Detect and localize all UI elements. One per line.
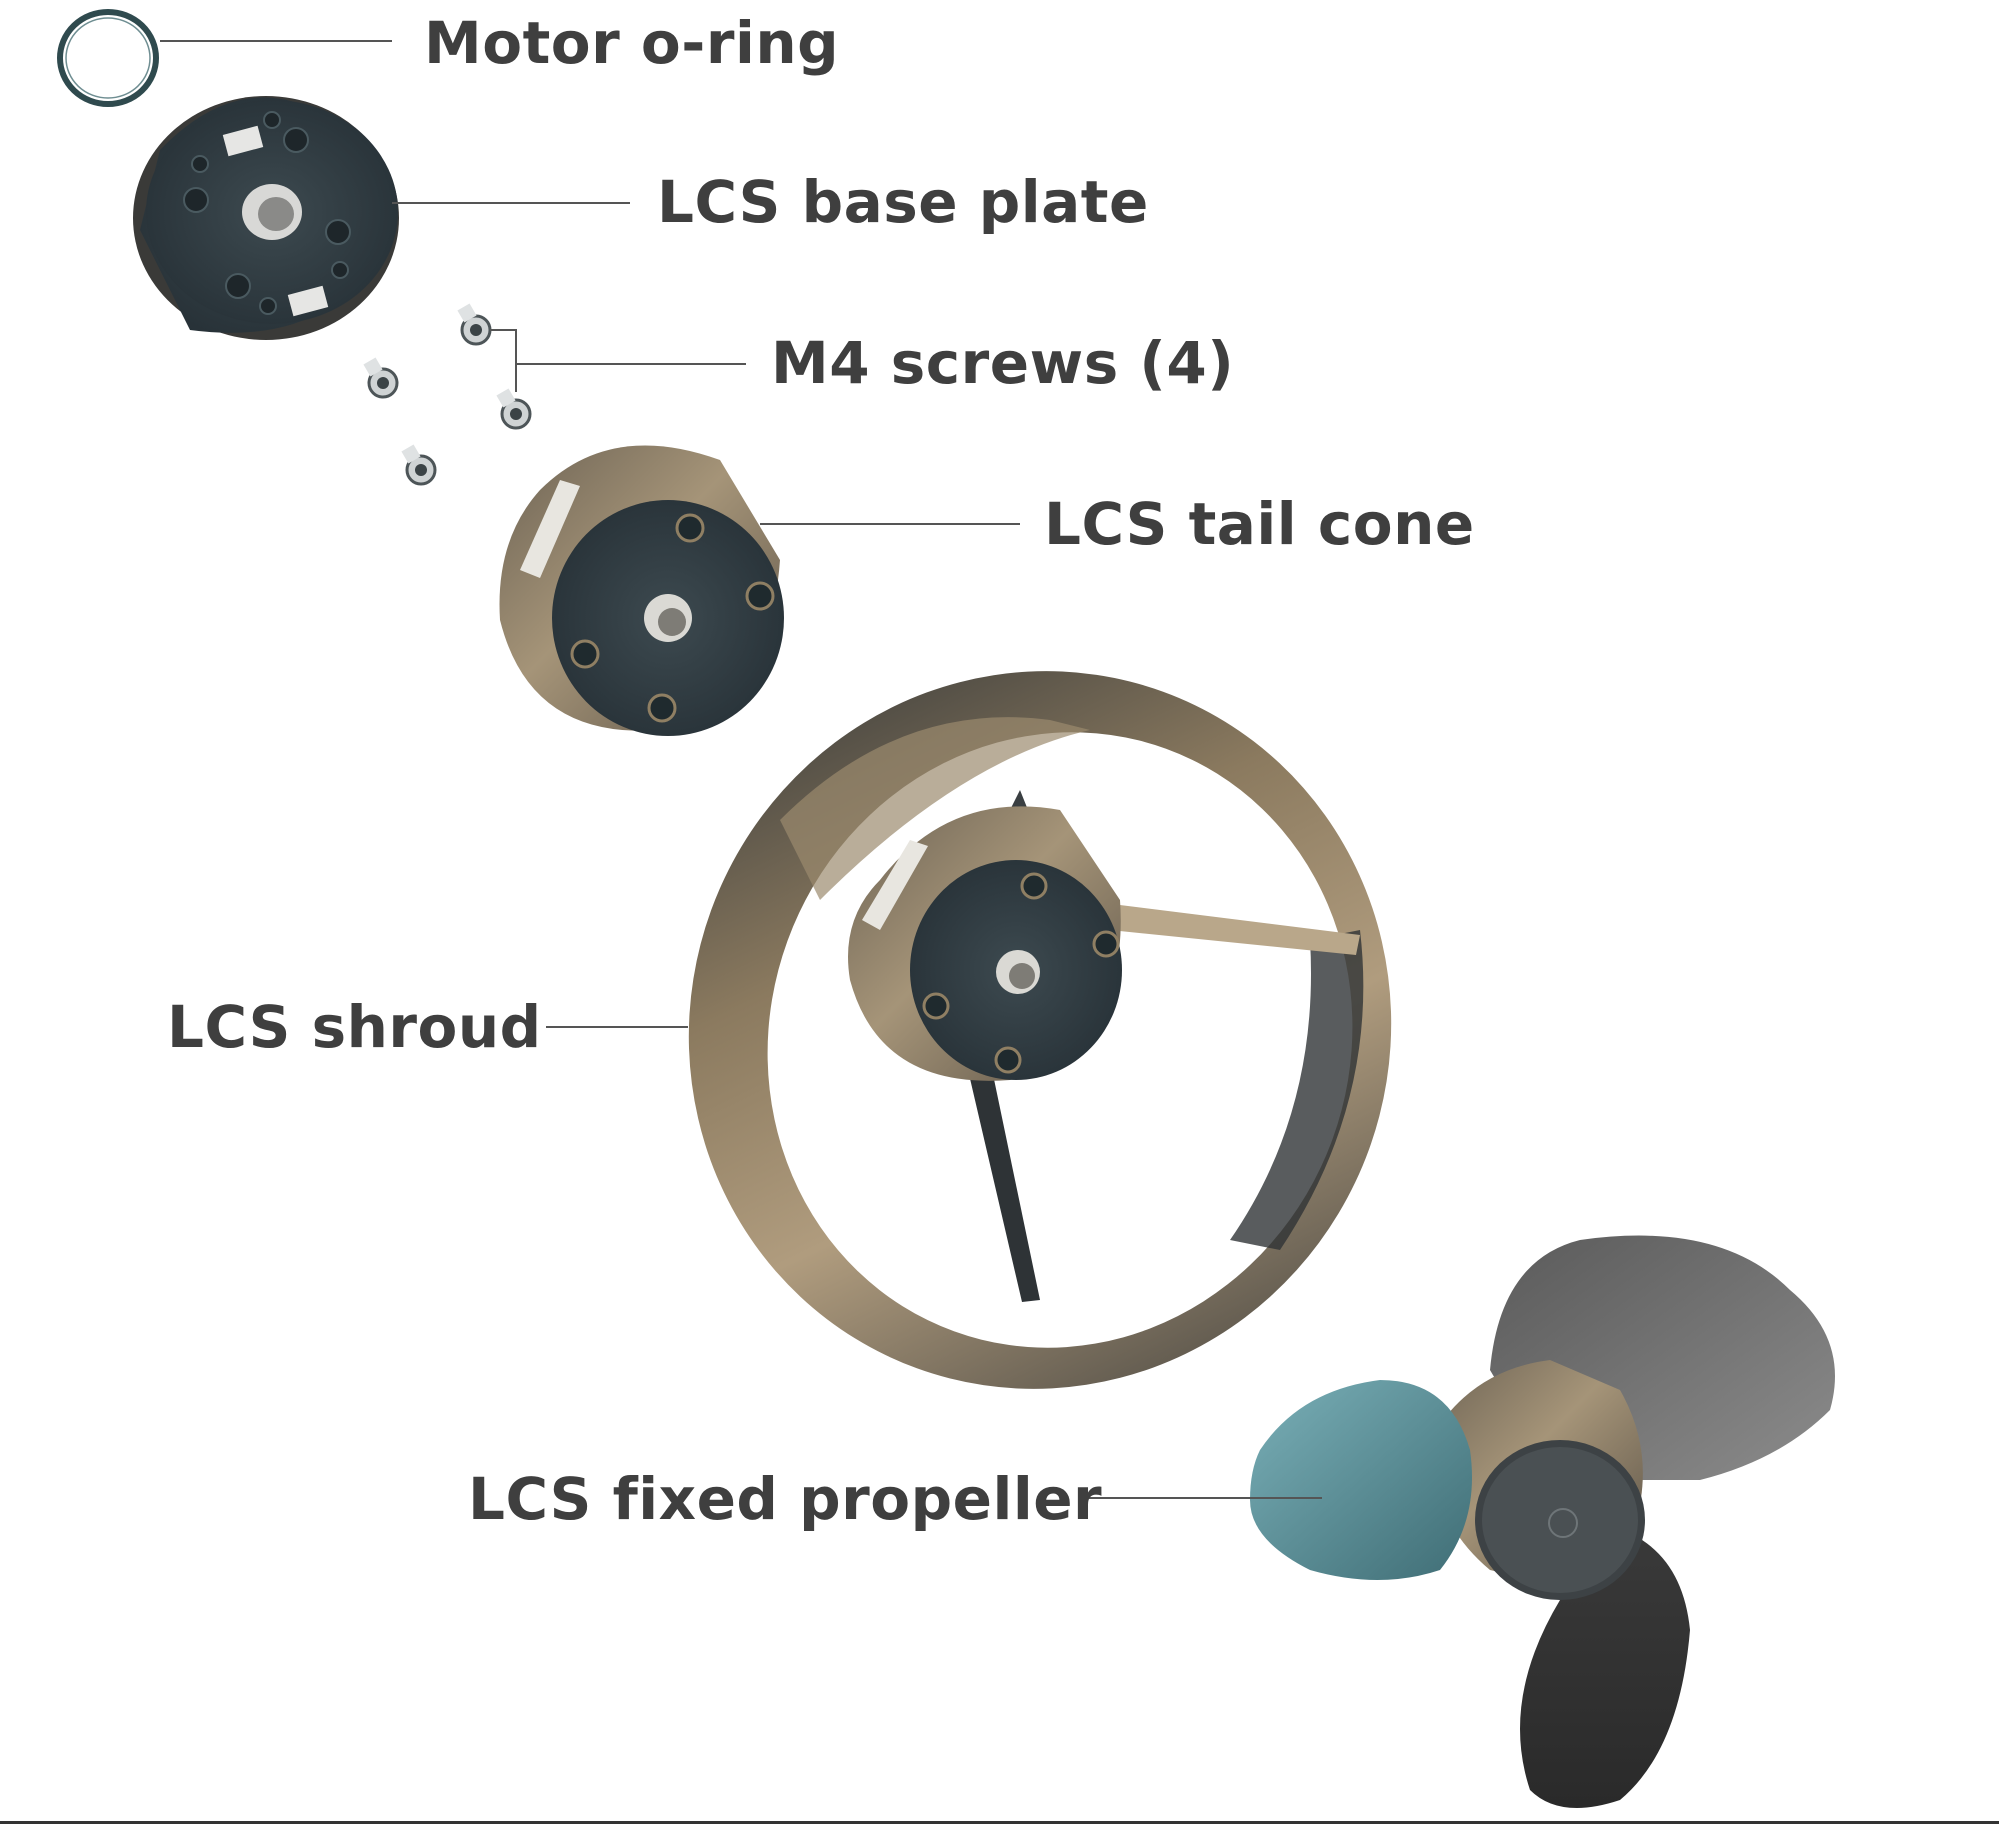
- propeller-leader-line: [1082, 1497, 1322, 1499]
- label-m4-screws: M4 screws (4): [771, 329, 1235, 397]
- base-plate-part: [133, 96, 399, 340]
- label-base-plate: LCS base plate: [657, 168, 1149, 236]
- base-plate-leader-line: [392, 202, 630, 204]
- motor-oring-part: [57, 9, 159, 107]
- tail-cone-part: [499, 445, 784, 736]
- shroud-leader-line: [546, 1026, 688, 1028]
- m4-screws-part: [363, 303, 532, 486]
- label-tail-cone: LCS tail cone: [1044, 490, 1475, 558]
- label-fixed-propeller: LCS fixed propeller: [468, 1465, 1103, 1533]
- label-motor-oring: Motor o-ring: [424, 9, 840, 77]
- fixed-propeller-part: [1250, 1235, 1835, 1808]
- shroud-part: [688, 671, 1392, 1389]
- oring-leader-line: [160, 40, 392, 42]
- label-shroud: LCS shroud: [167, 993, 542, 1061]
- screws-leader-line: [516, 363, 746, 365]
- tail-cone-leader-line: [760, 523, 1020, 525]
- bottom-divider: [0, 1821, 1999, 1824]
